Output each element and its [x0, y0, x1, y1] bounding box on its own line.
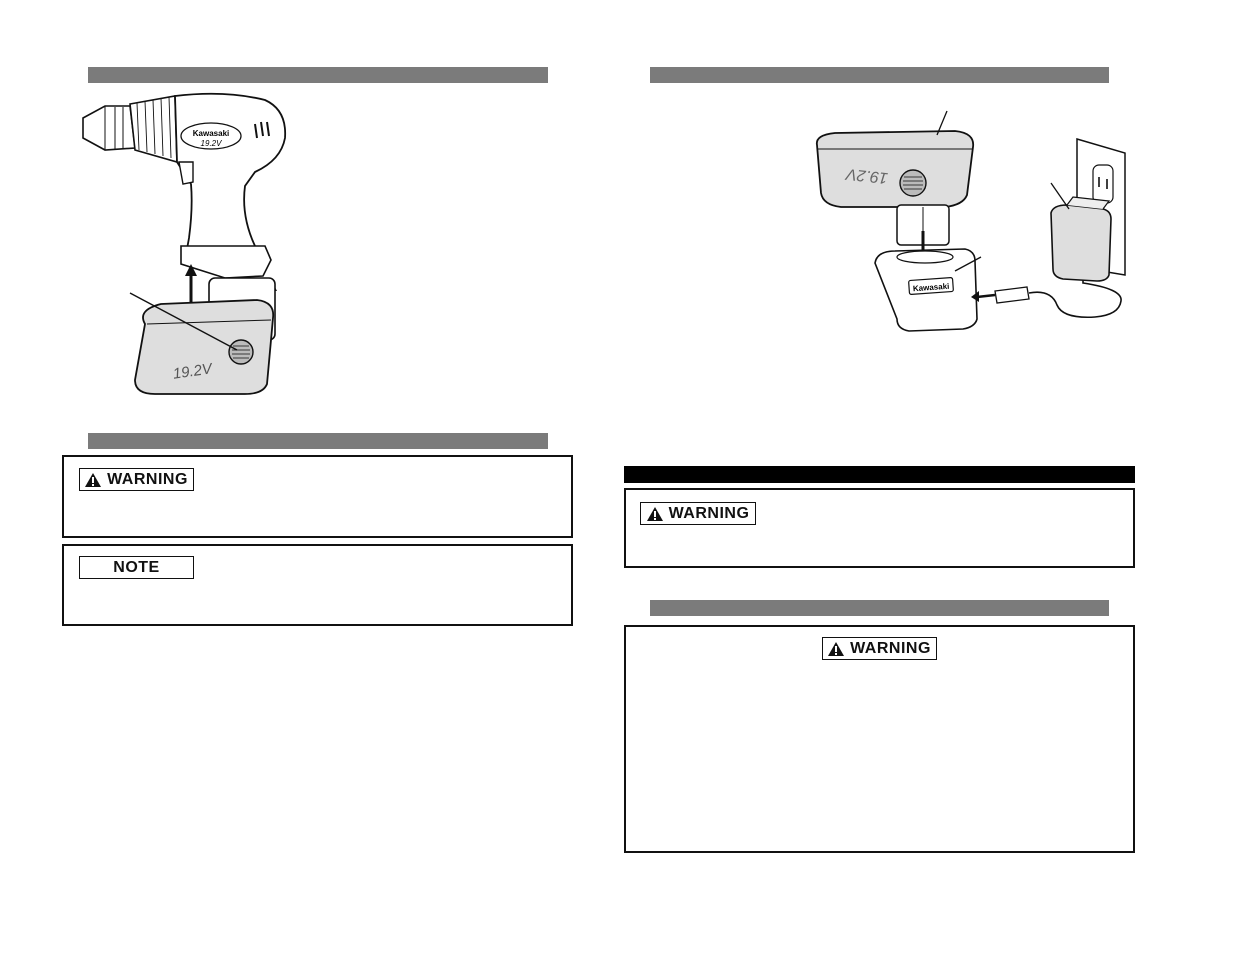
charger-logo-text: Kawasaki	[913, 282, 950, 294]
section-bar-right-lower	[650, 600, 1109, 616]
warning-tag-left: WARNING	[79, 468, 194, 491]
warning-tag-right-top: WARNING	[640, 502, 756, 525]
warning-triangle-icon	[646, 506, 663, 521]
warning-box-right-top: WARNING	[624, 488, 1135, 568]
drill-logo-text: Kawasaki	[193, 129, 229, 138]
warning-tag-label: WARNING	[107, 470, 188, 488]
note-box-left: NOTE	[62, 544, 573, 626]
charger-battery-voltage-text: 19.2V	[844, 165, 889, 186]
warning-tag-label: WARNING	[850, 639, 931, 657]
power-adapter	[1050, 204, 1112, 282]
note-tag-label: NOTE	[113, 558, 160, 576]
section-bar-battery-removal	[88, 67, 548, 83]
battery-latch-button	[228, 339, 254, 365]
power-cord	[1028, 277, 1122, 319]
note-tag: NOTE	[79, 556, 194, 579]
warning-box-right-large: WARNING	[624, 625, 1135, 853]
latch-leader-line	[129, 292, 238, 351]
section-bar-charging	[650, 67, 1109, 83]
charger-illustration: 19.2V Kawasaki	[815, 110, 1126, 332]
warning-box-left: WARNING	[62, 455, 573, 538]
charger-battery-pack	[815, 130, 975, 208]
battery-voltage-text: 19.2V	[172, 360, 215, 383]
section-bar-black	[624, 466, 1135, 483]
warning-tag-label: WARNING	[668, 504, 750, 522]
warning-triangle-icon	[85, 472, 102, 487]
section-bar-left-lower	[88, 433, 548, 449]
chuck-shape	[82, 105, 136, 151]
drill-voltage-text: 19.2V	[201, 139, 223, 148]
drill-battery-illustration: Kawasaki 19.2V 19.2V	[82, 92, 287, 395]
warning-triangle-icon	[828, 641, 845, 656]
warning-tag-right-large: WARNING	[822, 637, 937, 660]
